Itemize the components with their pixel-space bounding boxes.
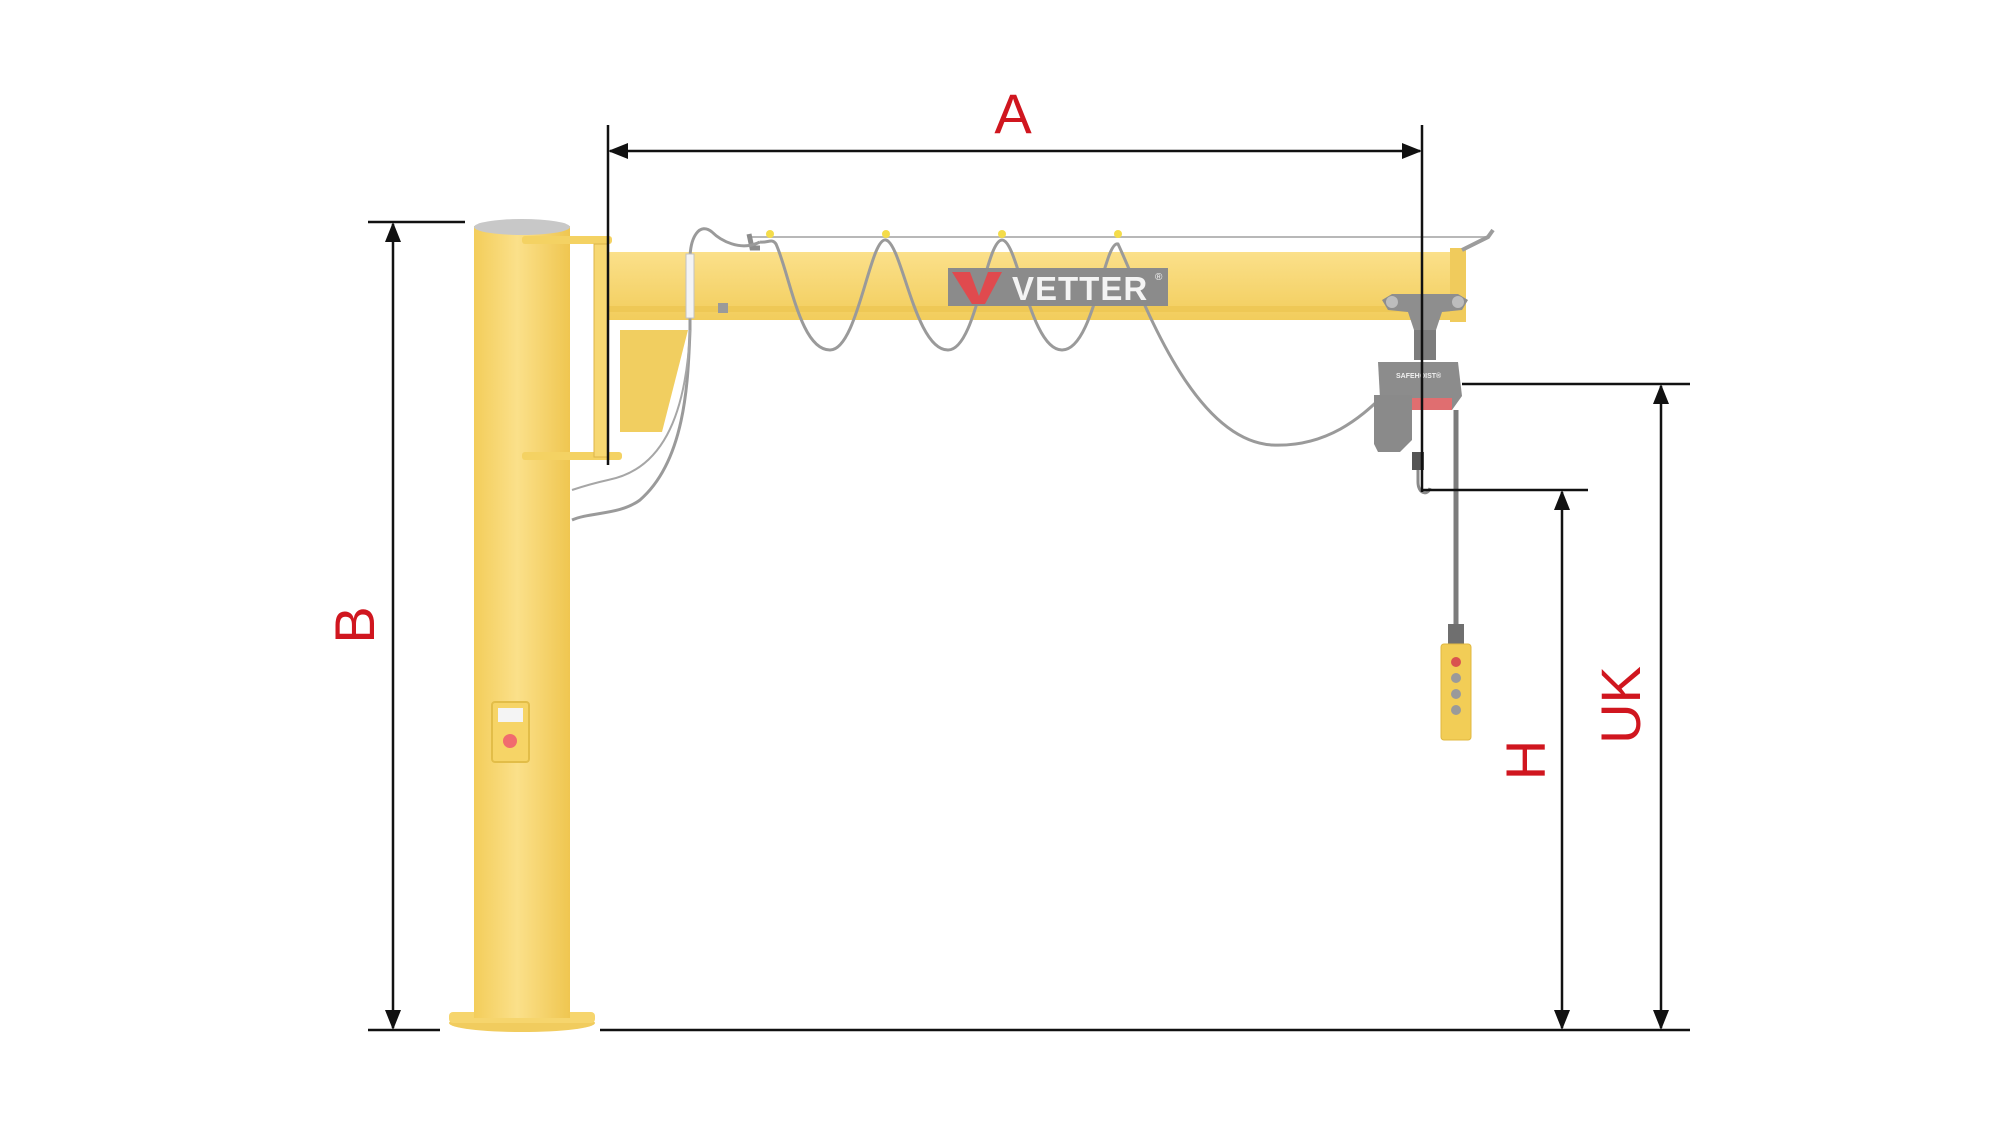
jib-mount-plate: [593, 243, 609, 458]
hoist-brand-label: SAFEHOIST®: [1396, 372, 1442, 380]
jib-gusset: [620, 330, 688, 432]
festoon-trolley-dot: [882, 230, 890, 238]
cable-clamp: [685, 253, 695, 319]
festoon-start-bracket: [746, 233, 760, 251]
jib-crane: VETTER ® SAFEHOIST®: [449, 219, 1495, 1032]
festoon-end-bracket: [1461, 228, 1495, 252]
beam-stop: [718, 303, 728, 313]
switch-label-plate: [498, 708, 523, 722]
vetter-logo-text: VETTER: [1012, 270, 1148, 307]
dimension-b-label: B: [323, 606, 386, 643]
dimension-uk-label: UK: [1589, 666, 1652, 744]
electric-hoist: SAFEHOIST®: [1374, 362, 1462, 452]
vetter-registered-mark: ®: [1155, 272, 1163, 283]
trolley: [1382, 294, 1468, 360]
upper-collar: [522, 236, 612, 244]
column: [474, 226, 570, 1018]
emergency-stop-icon: [503, 734, 517, 748]
dimension-h-label: H: [1494, 740, 1557, 780]
festoon-trolley-dot: [998, 230, 1006, 238]
dimension-a-label: A: [994, 82, 1032, 145]
feed-cable-lower: [571, 329, 691, 491]
festoon-cable: [759, 238, 1391, 447]
festoon-trolley-dot: [1114, 230, 1122, 238]
dimension-lines: [368, 125, 1690, 1032]
festoon-trolley-dot: [766, 230, 774, 238]
pendant-control: [1440, 624, 1472, 741]
vetter-logo-icon: [952, 272, 1002, 304]
jib-beam-flange: [608, 306, 1463, 312]
column-top-cap: [474, 219, 570, 235]
